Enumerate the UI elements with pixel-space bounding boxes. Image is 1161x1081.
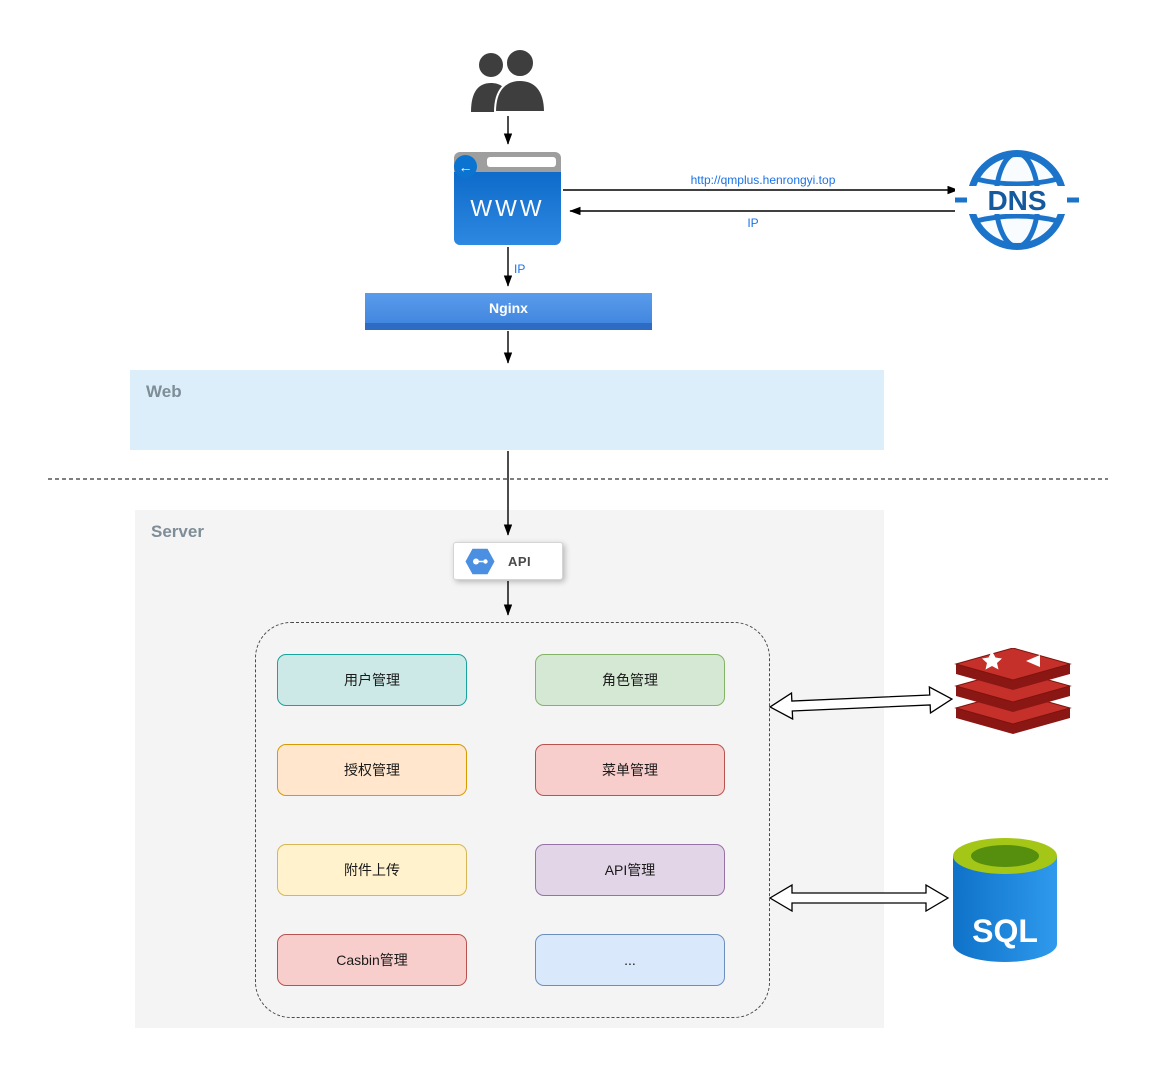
nginx-label: Nginx	[489, 300, 528, 316]
module-label: 菜单管理	[602, 762, 658, 778]
ip-edge-label-dns: IP	[747, 216, 759, 230]
web-region: Web	[130, 370, 884, 450]
url-edge-label: http://qmplus.henrongyi.top	[690, 173, 836, 187]
sql-label: SQL	[972, 913, 1038, 949]
dns-globe-icon: DNS	[955, 150, 1079, 250]
module-box-role-management: 角色管理	[535, 654, 725, 706]
module-label: API管理	[604, 862, 656, 878]
server-region: Server	[135, 510, 884, 1028]
module-box-menu-management: 菜单管理	[535, 744, 725, 796]
www-label: WWW	[470, 195, 545, 221]
module-label: 授权管理	[344, 762, 400, 778]
module-label: Casbin管理	[336, 952, 408, 968]
nginx-node: Nginx	[365, 293, 652, 330]
browser-addressbar	[487, 157, 556, 167]
module-box-user-management: 用户管理	[277, 654, 467, 706]
dns-label: DNS	[987, 185, 1046, 216]
module-box-ellipsis: ...	[535, 934, 725, 986]
module-group-container	[255, 622, 770, 1018]
module-box-api-management: API管理	[535, 844, 725, 896]
browser-body: WWW	[454, 172, 561, 245]
web-region-label: Web	[146, 382, 182, 401]
users-icon	[471, 48, 546, 113]
module-box-casbin-management: Casbin管理	[277, 934, 467, 986]
browser-titlebar	[454, 152, 561, 172]
module-label: 角色管理	[602, 672, 658, 688]
module-box-attachment-upload: 附件上传	[277, 844, 467, 896]
module-label: ...	[624, 952, 636, 968]
ip-edge-label-nginx: IP	[514, 262, 526, 276]
module-label: 附件上传	[344, 862, 400, 878]
api-hexagon-icon	[465, 548, 495, 574]
module-label: 用户管理	[344, 672, 400, 688]
browser-node: WWW ←	[454, 152, 561, 245]
redis-icon	[954, 648, 1072, 734]
server-region-label: Server	[151, 522, 204, 541]
module-box-authorization-management: 授权管理	[277, 744, 467, 796]
api-label: API	[508, 553, 532, 569]
sql-database-icon: SQL	[953, 838, 1057, 962]
back-arrow-icon: ←	[454, 155, 477, 178]
api-node: API	[453, 542, 563, 580]
